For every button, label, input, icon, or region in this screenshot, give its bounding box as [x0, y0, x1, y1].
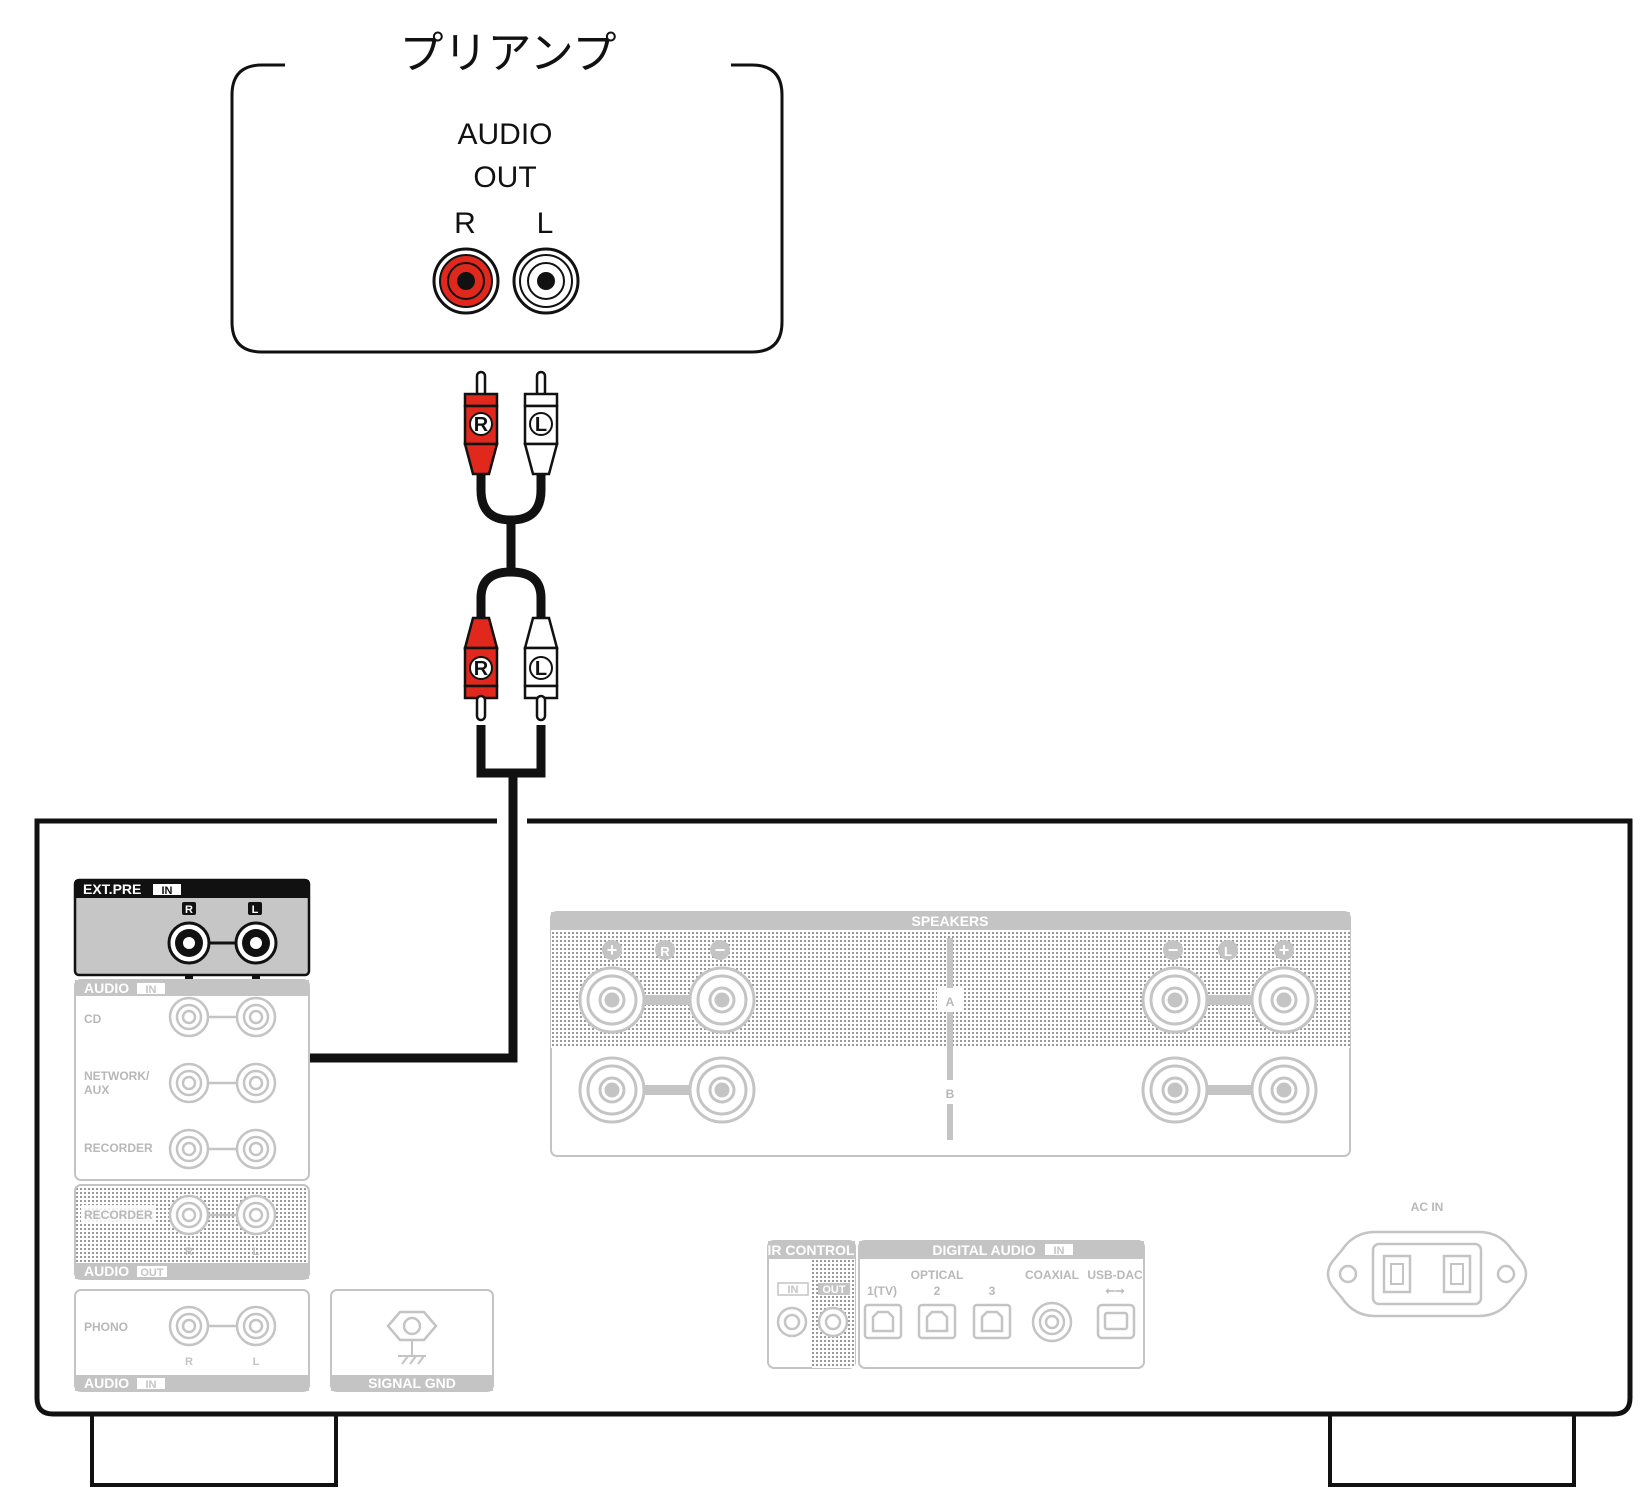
ir-out-tag: OUT: [822, 1284, 846, 1296]
speakers-label: SPEAKERS: [911, 913, 988, 929]
ac-in-section: AC IN: [1326, 1200, 1528, 1318]
speaker-b-label: B: [946, 1087, 955, 1101]
preamp-title: プリアンプ: [400, 28, 617, 79]
lower-r-plug: R: [463, 616, 499, 722]
network-aux-jacks: [168, 1062, 277, 1104]
audio-out-section: RECORDER R L AUDIO OUT: [74, 1184, 310, 1280]
digital-audio-section: DIGITAL AUDIO IN OPTICAL 1(TV) 2 3 COAXI…: [858, 1240, 1145, 1369]
upper-l-plug: L: [523, 370, 559, 476]
opt2-label: 2: [934, 1284, 941, 1298]
speaker-a-label: A: [946, 995, 955, 1009]
a-l-plus-label: +: [1279, 940, 1290, 960]
network-label-2: AUX: [84, 1083, 109, 1097]
a-r-minus-label: −: [715, 940, 726, 960]
speaker-terminals-a: [578, 966, 1318, 1034]
ext-pre-r-tag: R: [185, 904, 193, 916]
preamp-device: プリアンプ AUDIO OUT R L: [230, 28, 784, 354]
recorder-out-r-tag: R: [185, 1246, 193, 1258]
preamp-outline: [230, 63, 784, 354]
coaxial-label: COAXIAL: [1025, 1268, 1079, 1282]
preamp-r-label: R: [454, 207, 476, 240]
right-foot: [1328, 1414, 1576, 1487]
cd-label: CD: [84, 1012, 102, 1026]
recorder-out-label: RECORDER: [84, 1208, 153, 1222]
upper-r-plug: R: [463, 370, 499, 476]
phono-audio-label: AUDIO: [84, 1375, 129, 1391]
preamp-audio-label: AUDIO: [457, 118, 552, 151]
ext-pre-l-jack: [234, 921, 278, 965]
preamp-l-label: L: [537, 207, 554, 240]
rca-cable: R L R L: [185, 370, 559, 1063]
speaker-terminals-b: [578, 1056, 1318, 1124]
digital-in-tag: IN: [1054, 1245, 1065, 1257]
ac-in-label: AC IN: [1411, 1200, 1444, 1214]
a-l-tag: L: [1224, 944, 1232, 959]
a-l-minus-label: −: [1168, 940, 1179, 960]
preamp-l-jack: [512, 247, 580, 315]
recorder-out-l-tag: L: [253, 1246, 260, 1258]
opt3-label: 3: [989, 1284, 996, 1298]
audio-out-label: AUDIO: [84, 1263, 129, 1279]
ir-in-tag: IN: [788, 1284, 799, 1296]
audio-out-tag: OUT: [140, 1267, 164, 1279]
lower-l-plug: L: [523, 616, 559, 722]
ext-pre-in-section: EXT.PRE IN R L: [73, 878, 311, 977]
recorder-in-label: RECORDER: [84, 1141, 153, 1155]
audio-in-label: AUDIO: [84, 980, 129, 996]
ir-control-label: IR CONTROL: [767, 1242, 855, 1258]
ext-pre-l-tag: L: [252, 904, 259, 916]
ext-pre-label: EXT.PRE: [83, 881, 141, 897]
amplifier-rear-panel: EXT.PRE IN R L AUDIO IN: [34, 818, 1633, 1487]
ext-pre-r-jack: [167, 921, 211, 965]
signal-gnd-label: SIGNAL GND: [368, 1375, 456, 1391]
ir-control-section: IR CONTROL IN OUT: [767, 1240, 856, 1369]
lower-r-plug-label: R: [474, 658, 489, 680]
digital-audio-label: DIGITAL AUDIO: [932, 1242, 1035, 1258]
ext-pre-in-tag: IN: [162, 885, 173, 897]
chassis-outline: [34, 818, 1633, 1417]
network-label-1: NETWORK/: [84, 1069, 150, 1083]
preamp-out-label: OUT: [473, 161, 536, 194]
usb-icon: ⭠⭢: [1105, 1283, 1125, 1297]
phono-jacks: [168, 1305, 277, 1347]
audio-in-section: AUDIO IN CD NETWORK/ AUX RECORDER: [74, 979, 310, 1181]
upper-l-plug-label: L: [535, 414, 547, 436]
lower-l-plug-label: L: [535, 658, 547, 680]
phono-label: PHONO: [84, 1320, 128, 1334]
optical-label: OPTICAL: [911, 1268, 964, 1282]
signal-gnd-section: SIGNAL GND: [330, 1289, 494, 1392]
audio-in-tag: IN: [146, 984, 157, 996]
preamp-r-jack: [432, 247, 500, 315]
usb-dac-label: USB-DAC: [1087, 1268, 1143, 1282]
phono-l-tag: L: [253, 1356, 260, 1368]
phono-in-tag: IN: [146, 1379, 157, 1391]
phono-section: PHONO R L AUDIO IN: [74, 1289, 310, 1392]
recorder-in-jacks: [168, 1128, 277, 1170]
phono-r-tag: R: [185, 1356, 193, 1368]
upper-r-plug-label: R: [474, 414, 489, 436]
recorder-out-jacks: [168, 1194, 277, 1236]
a-r-plus-label: +: [607, 940, 618, 960]
left-foot: [90, 1414, 338, 1487]
speakers-section: SPEAKERS A B + R − − L +: [550, 911, 1351, 1157]
a-r-tag: R: [660, 944, 670, 959]
opt1-label: 1(TV): [867, 1284, 897, 1298]
cd-jacks: [168, 996, 277, 1038]
